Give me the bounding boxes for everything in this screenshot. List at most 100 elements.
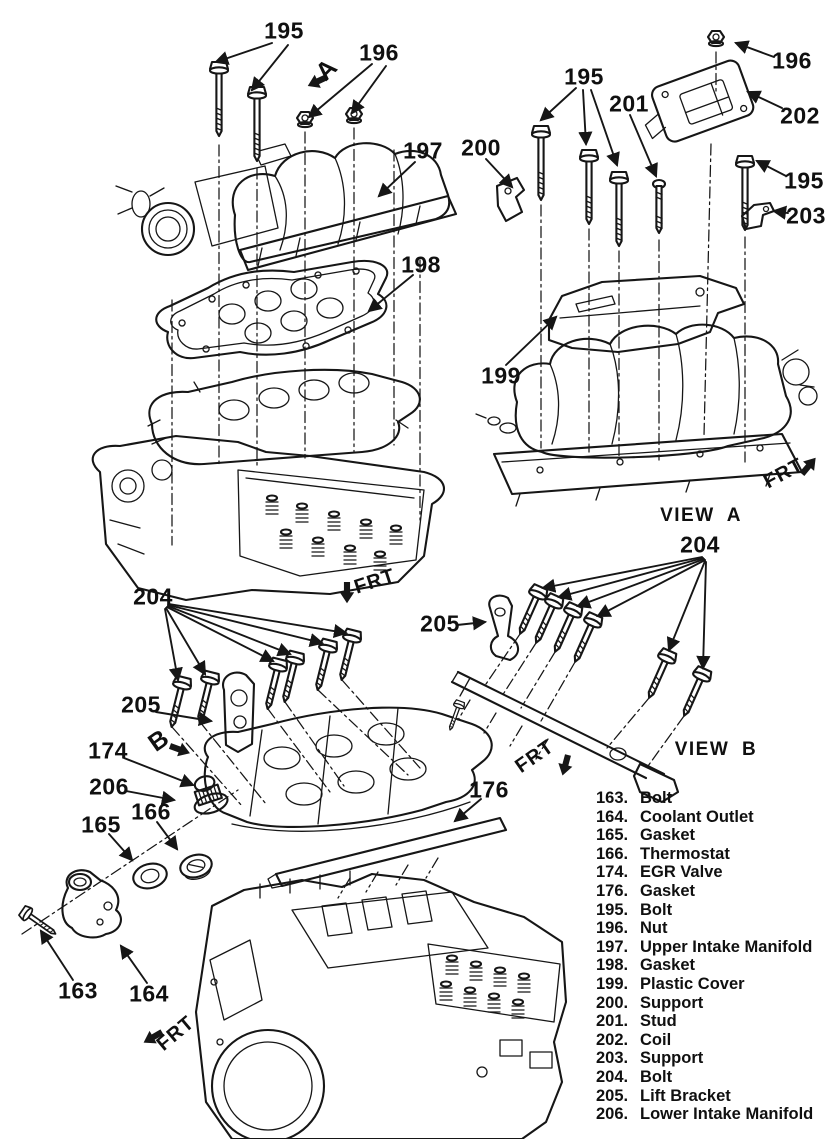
bolt-195-icon <box>208 60 230 138</box>
plastic-cover-199-drawing <box>547 274 746 354</box>
legend-item-number: 200. <box>596 993 629 1012</box>
valve-springs <box>264 494 404 572</box>
callout-197: 197 <box>403 137 443 164</box>
legend-item-198: 198. Gasket <box>596 956 813 975</box>
bolt-195-icon <box>530 124 552 202</box>
lower-intake-upper-view-drawing <box>147 368 421 466</box>
legend-item-number: 204. <box>596 1067 629 1086</box>
coil-202-drawing <box>644 59 755 143</box>
bolt-204-icon <box>257 656 290 713</box>
legend-item-number: 199. <box>596 974 629 993</box>
legend-item-196: 196. Nut <box>596 919 813 938</box>
callout-195: 195 <box>564 63 604 90</box>
callout-196: 196 <box>359 39 399 66</box>
callout-205: 205 <box>420 610 460 637</box>
legend-item-name: Gasket <box>640 881 696 900</box>
support-203-drawing <box>740 201 776 231</box>
callout-165: 165 <box>81 811 121 838</box>
legend-item-name: Bolt <box>640 789 673 807</box>
gasket-198-drawing <box>155 259 389 360</box>
bolt-163-icon <box>17 903 61 941</box>
legend-item-202: 202. Coil <box>596 1031 813 1050</box>
callout-199: 199 <box>481 362 521 389</box>
legend-item-206: 206.Lower Intake Manifold <box>596 1105 813 1124</box>
callout-198: 198 <box>401 251 441 278</box>
legend-item-name: Support <box>640 993 704 1012</box>
legend-item-164: 164. Coolant Outlet <box>596 808 813 827</box>
callout-163: 163 <box>58 977 98 1004</box>
nut-196-icon <box>706 29 726 48</box>
legend-item-name: Gasket <box>640 956 696 975</box>
thermostat-centerline <box>21 789 239 935</box>
view-b-rail-drawing <box>450 670 680 804</box>
bolt-204-icon <box>639 646 680 703</box>
engine-block-drawing <box>194 870 568 1139</box>
legend-item-name: Bolt <box>640 1067 673 1086</box>
stud-201-icon <box>651 178 667 235</box>
legend-item-number: 195. <box>596 900 629 919</box>
callout-204: 204 <box>133 583 173 610</box>
thermostat-166-drawing <box>179 853 213 880</box>
bolt-204-centerlines <box>171 679 421 807</box>
callout-206: 206 <box>89 773 129 800</box>
bolt-204-icon <box>674 664 715 721</box>
bolt-195-icon <box>578 148 600 226</box>
lower-intake-manifold-206-drawing <box>203 698 493 832</box>
legend-item-166: 166. Thermostat <box>596 845 813 864</box>
legend-item-200: 200. Support <box>596 994 813 1013</box>
legend-item-199: 199.Plastic Cover <box>596 975 813 994</box>
legend-item-number: 198. <box>596 956 629 975</box>
legend-item-number: 202. <box>596 1030 629 1049</box>
legend-item-name: Thermostat <box>640 844 730 863</box>
lift-bracket-205-drawing <box>221 671 256 754</box>
callout-204: 204 <box>680 531 720 558</box>
cylinder-heads-drawing <box>91 434 445 602</box>
callout-164: 164 <box>129 980 169 1007</box>
legend-item-165: 165. Gasket <box>596 826 813 845</box>
legend-item-number: 206. <box>596 1105 629 1124</box>
callout-201: 201 <box>609 90 649 117</box>
bolt-195-icon <box>734 154 756 232</box>
gasket-165-drawing <box>132 862 168 890</box>
egr-valve-174-drawing <box>193 775 229 815</box>
coolant-outlet-164-drawing <box>61 869 122 939</box>
legend-item-name: Upper Intake Manifold <box>640 937 813 956</box>
legend-item-name: EGR Valve <box>640 863 723 882</box>
callout-leader-arrows <box>39 40 789 984</box>
view-label: VIEW B <box>674 739 758 760</box>
legend-item-number: 165. <box>596 826 629 845</box>
legend-item-number: 163. <box>596 789 629 807</box>
legend-item-number: 166. <box>596 844 629 863</box>
upper-intake-manifold-drawing <box>115 142 458 272</box>
legend-item-195: 195. Bolt <box>596 901 813 920</box>
frt-arrow-icon <box>338 581 356 605</box>
legend-item-203: 203.Support <box>596 1049 813 1068</box>
gasket-176-drawing <box>267 816 508 899</box>
legend-item-number: 197. <box>596 937 629 956</box>
callout-174: 174 <box>88 737 128 764</box>
callout-195: 195 <box>784 167 824 194</box>
bolt-204-icon <box>274 649 307 706</box>
legend-item-name: Nut <box>640 919 668 938</box>
bolt-204-icon <box>161 674 194 731</box>
callout-166: 166 <box>131 798 171 825</box>
callout-200: 200 <box>461 134 501 161</box>
legend-item-name: Gasket <box>640 826 696 845</box>
legend-item-number: 174. <box>596 863 629 882</box>
bolt-204-icon <box>331 627 364 684</box>
callout-202: 202 <box>780 102 820 129</box>
legend-item-number: 196. <box>596 919 629 938</box>
legend-item-number: 164. <box>596 807 629 826</box>
legend-item-name: Coil <box>640 1030 672 1049</box>
callout-195: 195 <box>264 17 304 44</box>
callout-176: 176 <box>469 776 509 803</box>
legend-item-name: Bolt <box>640 900 673 919</box>
view-label: VIEW A <box>660 505 742 526</box>
view-a-centerlines <box>540 51 746 463</box>
legend-item-174: 174. EGR Valve <box>596 863 813 882</box>
legend-item-name: Coolant Outlet <box>640 807 754 826</box>
frt-arrow-icon <box>554 752 576 779</box>
